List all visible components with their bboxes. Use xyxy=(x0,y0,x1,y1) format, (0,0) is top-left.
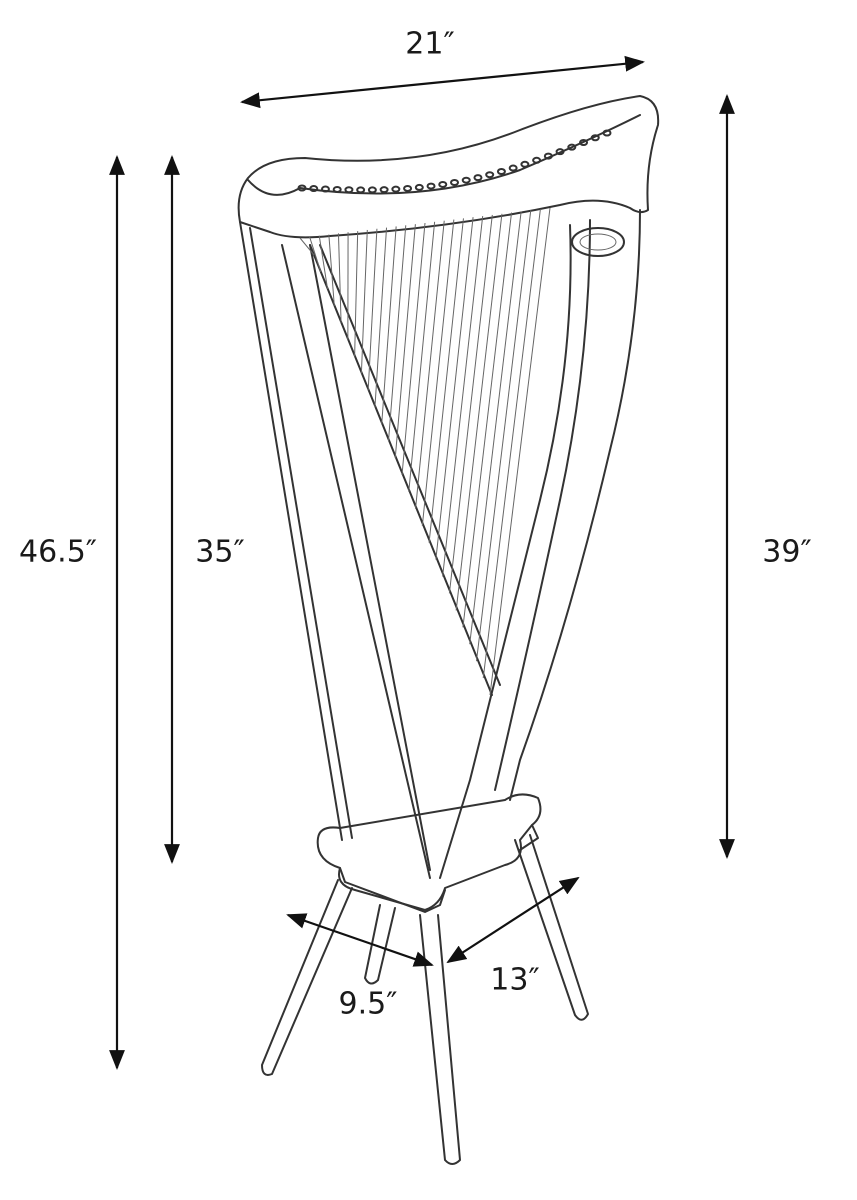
harp-string xyxy=(337,233,342,323)
harp-string xyxy=(469,211,522,645)
tuning-pin xyxy=(590,134,600,142)
total-height-label: 46.5″ xyxy=(18,534,98,570)
body-height-label: 35″ xyxy=(195,534,245,570)
tuning-pin xyxy=(403,184,413,192)
harp-neck xyxy=(237,95,660,257)
tuning-pin xyxy=(485,171,495,179)
tuning-pin xyxy=(367,186,377,194)
tuning-pin xyxy=(297,184,307,192)
harp-string xyxy=(381,226,397,425)
tuning-pin xyxy=(438,180,448,188)
tuning-pin xyxy=(344,186,354,194)
width-arrow xyxy=(240,55,645,109)
tuning-pin xyxy=(555,148,565,156)
harp-string xyxy=(367,228,378,391)
harp-string xyxy=(318,235,329,289)
harp-soundbox xyxy=(309,209,641,879)
tuning-pins xyxy=(297,129,612,194)
harp-string xyxy=(394,224,416,459)
harp-string xyxy=(435,217,474,560)
tuning-pin xyxy=(450,179,459,186)
harp-string xyxy=(455,213,503,611)
harp-strings xyxy=(299,207,551,696)
harp-height-label: 39″ xyxy=(762,534,812,570)
harp-string xyxy=(442,216,484,577)
tuning-pin xyxy=(332,185,342,193)
tuning-pin xyxy=(543,152,553,160)
base-width-label: 13″ xyxy=(490,962,540,998)
tuning-pin xyxy=(602,129,612,137)
base-depth-arrow xyxy=(286,913,434,967)
harp-string xyxy=(299,237,315,256)
harp-string xyxy=(428,218,464,543)
tuning-pin xyxy=(473,174,483,182)
harp-string xyxy=(354,231,359,357)
harp-string xyxy=(448,214,493,594)
tuning-pin xyxy=(567,143,577,151)
tuning-pin xyxy=(309,185,319,193)
stand-legs xyxy=(261,834,589,1165)
harp-string xyxy=(421,219,455,526)
harp-string xyxy=(360,229,368,374)
harp-string xyxy=(415,220,445,509)
harp-string xyxy=(482,209,541,679)
tuning-pin xyxy=(356,186,366,194)
tuning-pin xyxy=(520,160,530,168)
tuning-pin xyxy=(508,164,518,172)
base-width-arrow xyxy=(446,876,580,964)
tuning-pin xyxy=(391,185,401,193)
harp-string xyxy=(374,227,388,408)
base-depth-label: 9.5″ xyxy=(338,986,398,1022)
tuning-pin xyxy=(461,176,471,184)
tuning-pin xyxy=(532,156,542,164)
tuning-pin xyxy=(426,182,436,190)
width-label: 21″ xyxy=(405,26,455,62)
brand-logo xyxy=(571,227,625,257)
tuning-pin xyxy=(414,183,424,191)
tuning-pin xyxy=(379,186,389,194)
harp-string xyxy=(462,212,513,628)
harp-string xyxy=(387,225,407,442)
harp-string xyxy=(309,236,322,273)
tuning-pin xyxy=(496,168,506,176)
harp-string xyxy=(475,210,532,662)
harp-base xyxy=(316,793,542,913)
tuning-pin xyxy=(320,185,330,193)
harp-string xyxy=(408,221,436,492)
tuning-pin xyxy=(579,138,589,146)
harp-string xyxy=(328,234,335,306)
harp-string xyxy=(401,222,426,476)
harp-pillar xyxy=(239,221,431,879)
harp-string xyxy=(489,207,551,696)
